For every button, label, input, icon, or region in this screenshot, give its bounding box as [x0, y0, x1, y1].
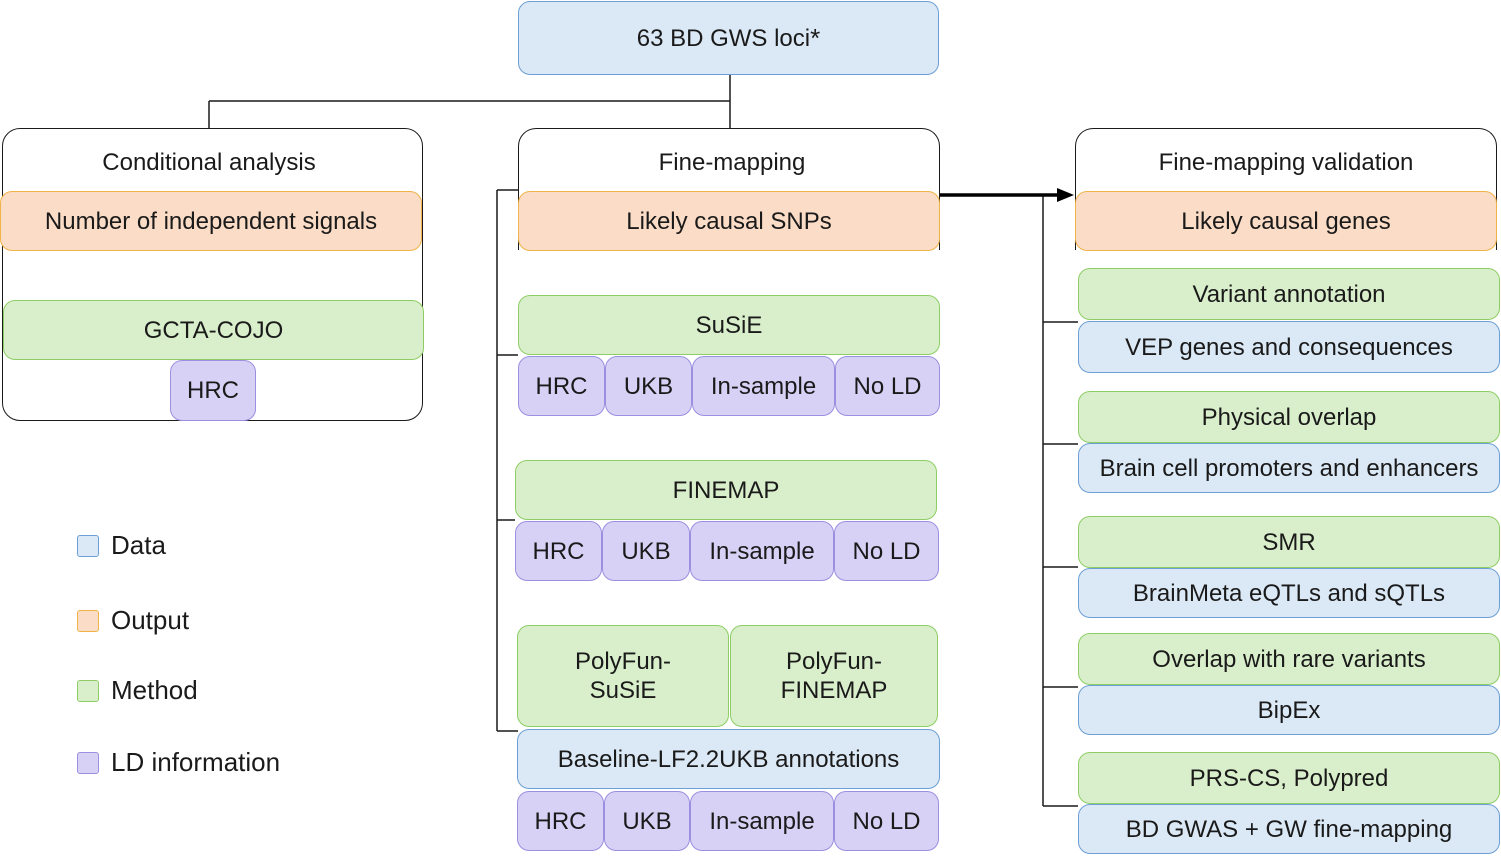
legend-output-swatch	[77, 609, 99, 632]
fine-mapping-title: Fine-mapping	[658, 149, 806, 176]
conditional-ld-hrc: HRC	[170, 360, 256, 421]
likely-causal-snps-output: Likely causal SNPs	[518, 191, 940, 251]
legend-method-label: Method	[111, 675, 198, 705]
bd-gwas-data: BD GWAS + GW fine-mapping	[1078, 804, 1500, 854]
variant-annotation-method: Variant annotation	[1078, 268, 1500, 320]
legend-data-label: Data	[111, 530, 166, 560]
legend-ld-swatch	[77, 751, 99, 774]
legend-data-swatch	[77, 534, 99, 557]
gcta-cojo-method: GCTA-COJO	[3, 300, 424, 360]
brainmeta-qtls-data: BrainMeta eQTLs and sQTLs	[1078, 568, 1500, 618]
brain-cell-promoters-data: Brain cell promoters and enhancers	[1078, 443, 1500, 493]
gws-loci-asterisk: *	[810, 22, 821, 53]
legend-ld-information: LD information	[77, 747, 280, 778]
gws-loci-label: 63 BD GWS loci	[636, 24, 811, 52]
bipex-data: BipEx	[1078, 685, 1500, 735]
finemap-method: FINEMAP	[515, 460, 937, 520]
polyfun-finemap-method: PolyFun- FINEMAP	[730, 625, 938, 727]
polyfun-ld-in-sample: In-sample	[690, 791, 834, 851]
conditional-analysis-title: Conditional analysis	[102, 149, 316, 176]
susie-ld-hrc: HRC	[518, 356, 605, 416]
polyfun-ld-hrc: HRC	[517, 791, 604, 851]
prs-cs-polypred-method: PRS-CS, Polypred	[1078, 752, 1500, 804]
legend-data: Data	[77, 530, 166, 561]
finemap-ld-in-sample: In-sample	[690, 521, 834, 581]
polyfun-ld-no-ld: No LD	[834, 791, 939, 851]
gws-loci-box: 63 BD GWS loci*	[518, 1, 939, 75]
legend-output: Output	[77, 605, 189, 636]
legend-method: Method	[77, 675, 198, 706]
susie-method: SuSiE	[518, 295, 940, 355]
finemap-ld-no-ld: No LD	[834, 521, 939, 581]
rare-variants-overlap-method: Overlap with rare variants	[1078, 633, 1500, 685]
likely-causal-genes-output: Likely causal genes	[1075, 191, 1497, 251]
polyfun-susie-method: PolyFun- SuSiE	[517, 625, 729, 727]
susie-ld-no-ld: No LD	[835, 356, 940, 416]
validation-title: Fine-mapping validation	[1158, 149, 1414, 176]
physical-overlap-method: Physical overlap	[1078, 391, 1500, 443]
finemap-ld-hrc: HRC	[515, 521, 602, 581]
independent-signals-output: Number of independent signals	[0, 191, 422, 251]
legend-ld-label: LD information	[111, 747, 281, 777]
susie-ld-ukb: UKB	[605, 356, 692, 416]
susie-ld-in-sample: In-sample	[692, 356, 835, 416]
finemap-ld-ukb: UKB	[602, 521, 690, 581]
smr-method: SMR	[1078, 516, 1500, 568]
baseline-annotations-data: Baseline-LF2.2UKB annotations	[517, 729, 940, 789]
vep-genes-data: VEP genes and consequences	[1078, 321, 1500, 373]
legend-output-label: Output	[111, 605, 190, 635]
legend-method-swatch	[77, 679, 99, 702]
polyfun-ld-ukb: UKB	[604, 791, 690, 851]
